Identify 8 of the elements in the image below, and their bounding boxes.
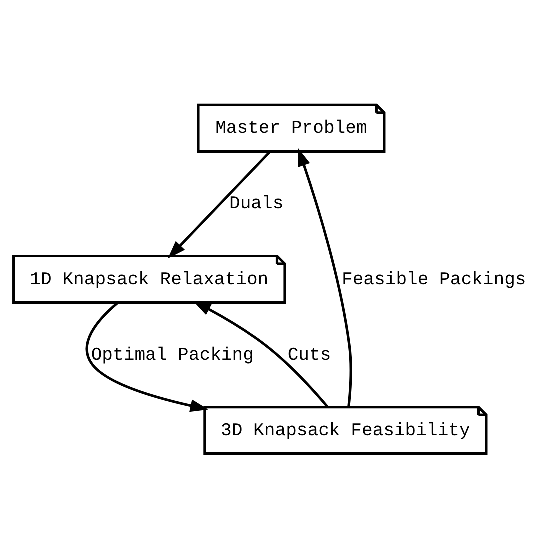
arrow <box>298 148 352 408</box>
arrow <box>86 302 209 412</box>
edge-label: Feasible Packings <box>342 270 526 290</box>
arrow <box>193 301 329 408</box>
edge-label: Duals <box>229 194 284 215</box>
edge-label: Optimal Packing <box>91 346 254 366</box>
edge-label: Cuts <box>288 346 332 366</box>
arrow <box>168 151 271 259</box>
